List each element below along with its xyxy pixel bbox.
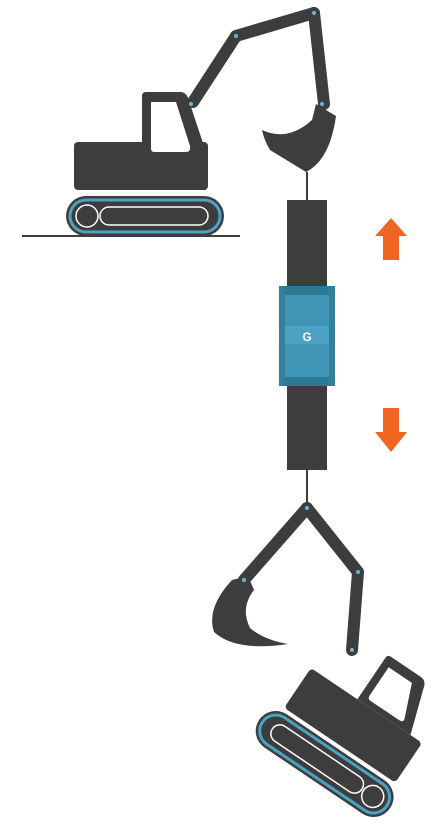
pin-icon: [189, 102, 193, 106]
arrow-up-icon: [375, 218, 407, 260]
pin-icon: [356, 570, 360, 574]
pin-icon: [312, 11, 316, 15]
test-specimen: G: [279, 200, 335, 470]
specimen-lower-pipe: [287, 384, 327, 470]
bucket-top: [262, 104, 336, 172]
pin-icon: [320, 102, 324, 106]
arm-top: [193, 13, 324, 104]
machine-body-bottom: [248, 615, 443, 824]
bucket-bottom: [212, 576, 288, 646]
arrow-down-icon: [375, 408, 407, 452]
specimen-upper-pipe: [287, 200, 327, 290]
coupler-logo-icon: G: [302, 330, 311, 344]
arm-bottom: [244, 508, 358, 650]
track-top: [66, 196, 224, 236]
pin-icon: [350, 648, 354, 652]
coupler: G: [279, 286, 335, 386]
excavator-bottom: [212, 506, 443, 825]
pin-icon: [305, 506, 309, 510]
cab-body-top: [74, 92, 208, 190]
pin-icon: [242, 578, 246, 582]
pin-icon: [234, 34, 238, 38]
